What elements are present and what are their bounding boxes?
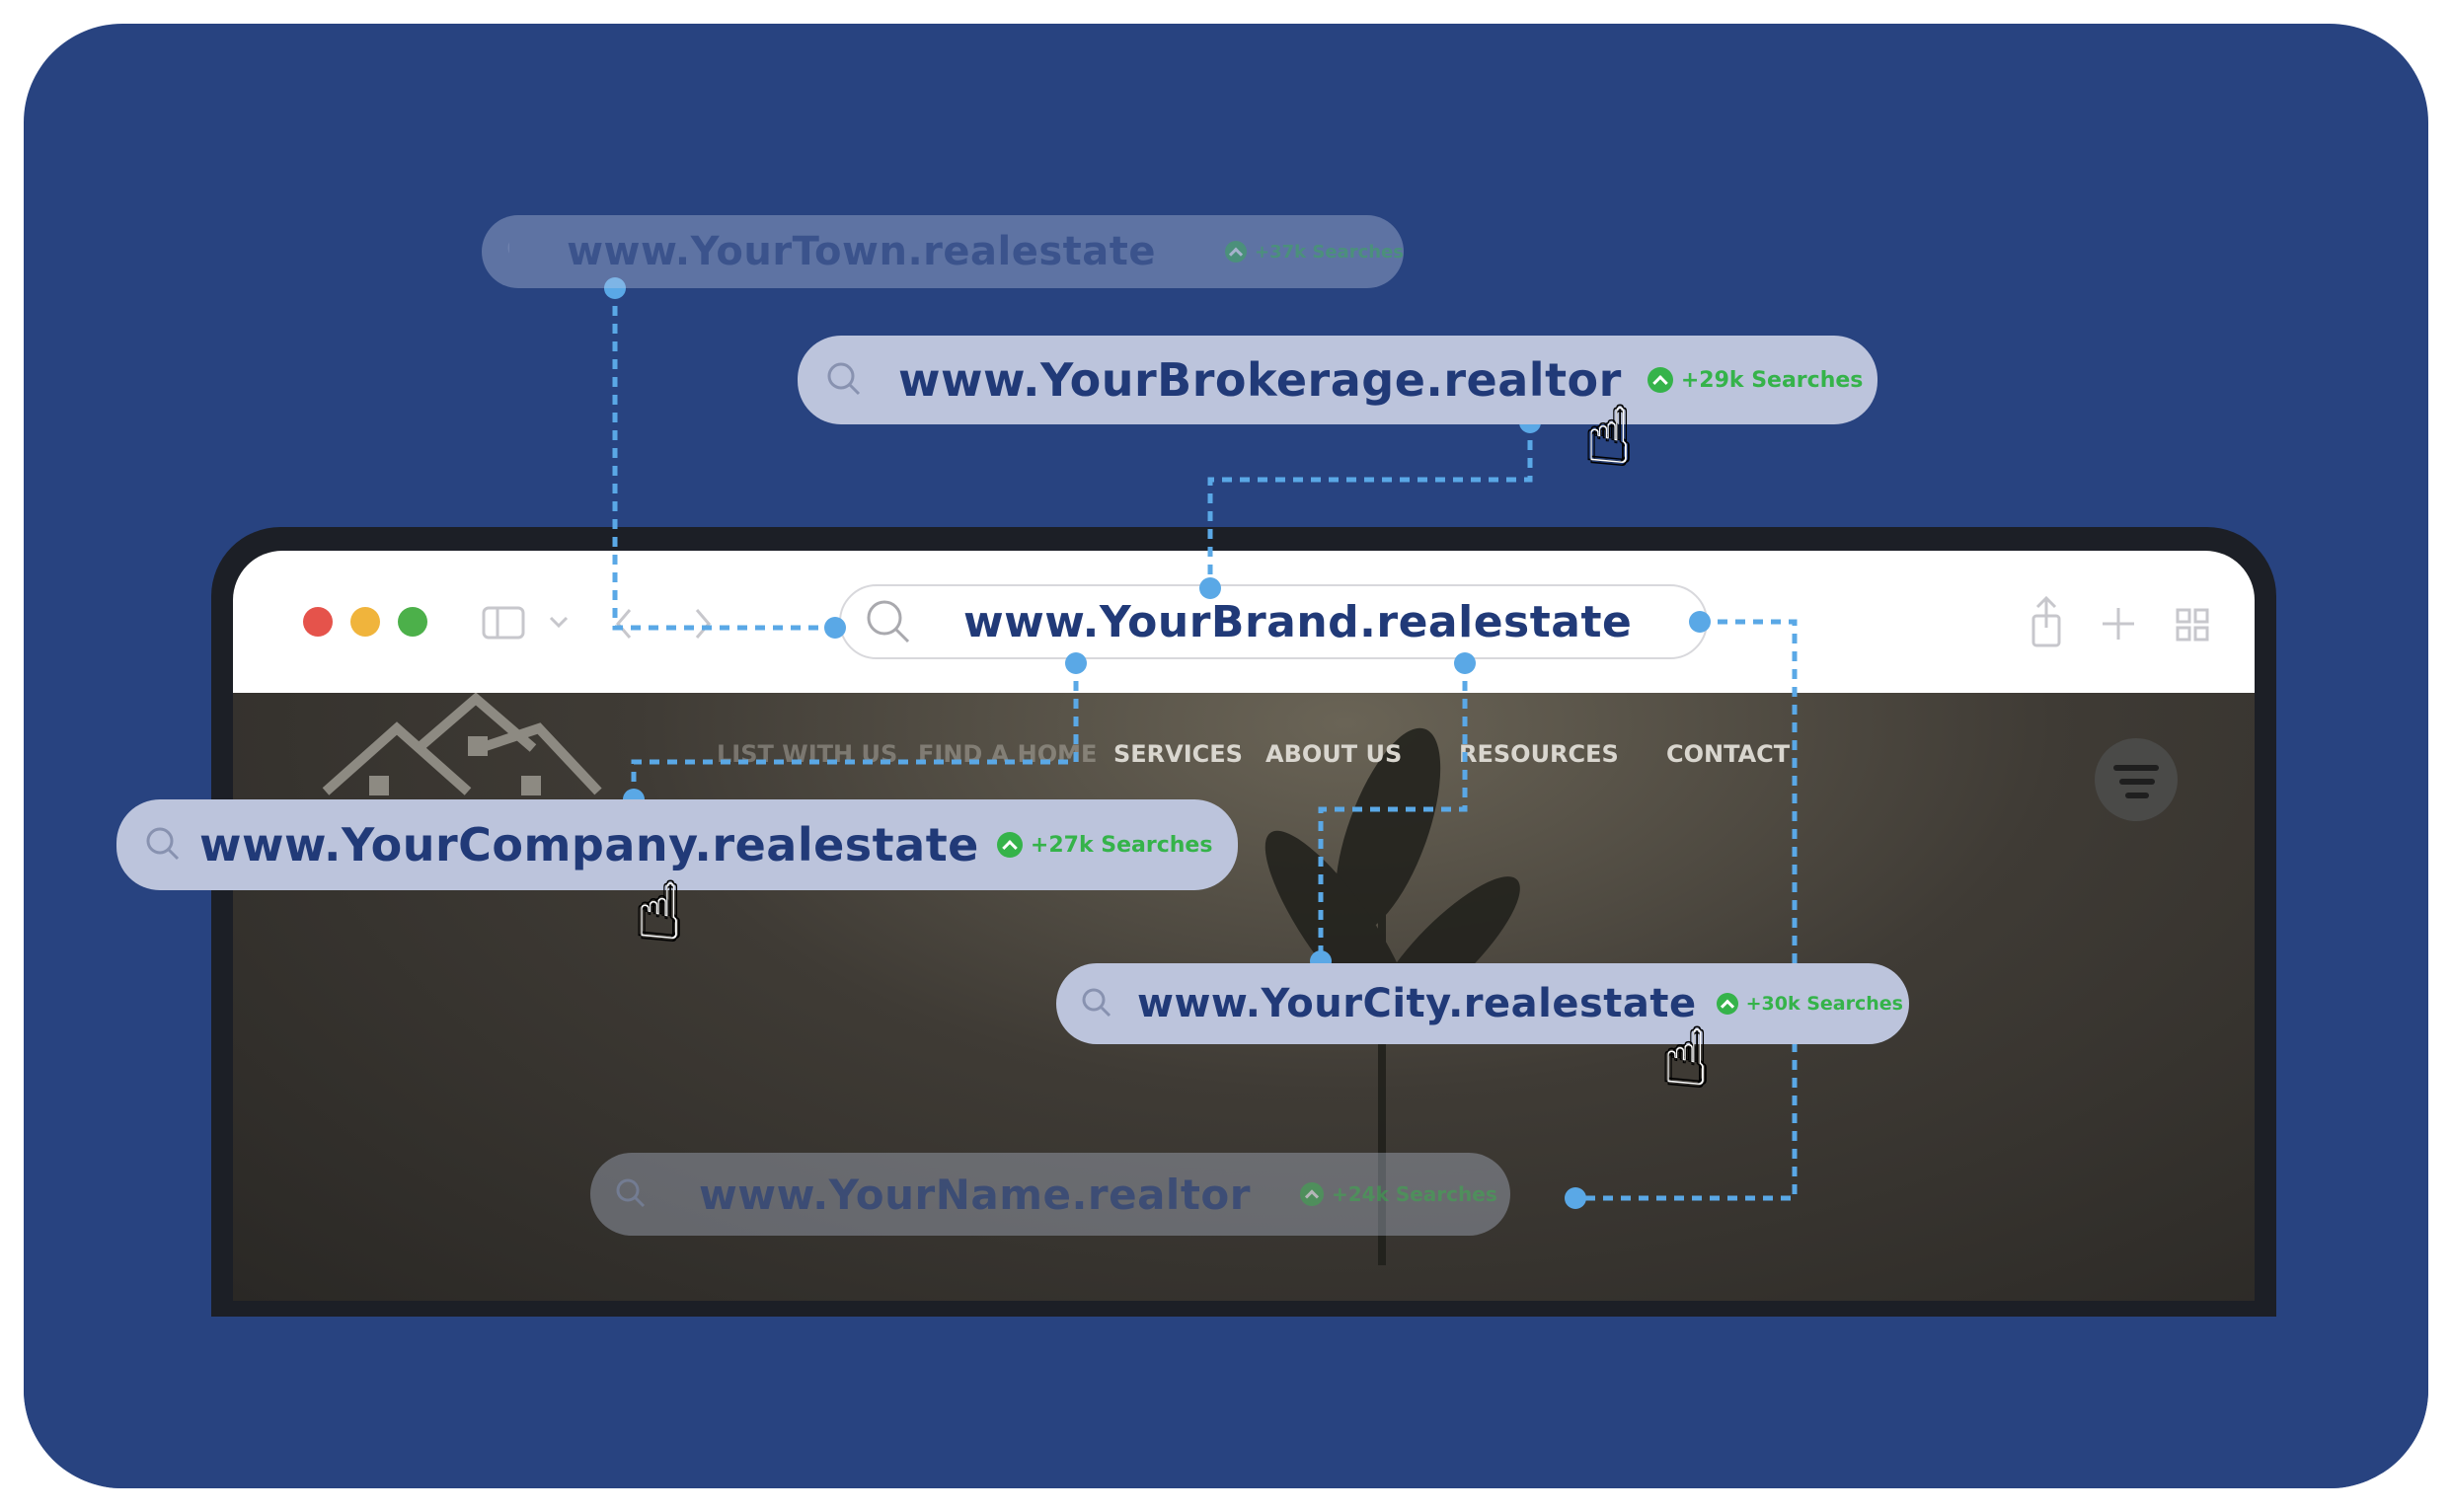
searches-count: +30k Searches xyxy=(1745,993,1903,1015)
domain-text: www.YourTown.realestate xyxy=(567,229,1157,274)
domain-pill-yourbrokerage[interactable]: www.YourBrokerage.realtor +29k Searches xyxy=(798,336,1877,424)
connector-dot xyxy=(824,617,846,639)
connector-dot xyxy=(1065,652,1087,674)
nav-resources[interactable]: RESOURCES xyxy=(1459,740,1619,768)
pointing-hand-cursor-icon: ☝ xyxy=(1585,393,1633,482)
address-bar[interactable]: www.YourBrand.realestate xyxy=(839,584,1708,659)
searches-count: +27k Searches xyxy=(1030,832,1213,858)
browser-toolbar: www.YourBrand.realestate xyxy=(233,551,2255,693)
back-arrow-icon xyxy=(616,609,632,639)
search-icon xyxy=(616,1178,646,1208)
arrow-up-icon xyxy=(1299,1182,1324,1206)
arrow-up-icon xyxy=(1647,367,1673,393)
domain-text: www.YourCity.realestate xyxy=(1137,981,1697,1026)
nav-about-us[interactable]: ABOUT US xyxy=(1265,740,1403,768)
pointing-hand-cursor-icon: ☝ xyxy=(636,869,683,957)
nav-contact[interactable]: CONTACT xyxy=(1666,740,1791,768)
search-icon xyxy=(146,827,180,861)
site-menu-icon xyxy=(2113,765,2159,798)
searches-badge: +29k Searches xyxy=(1647,367,1864,393)
domain-pill-yourcompany[interactable]: www.YourCompany.realestate +27k Searches xyxy=(116,799,1238,890)
searches-badge: +30k Searches xyxy=(1716,993,1903,1015)
address-text: www.YourBrand.realestate xyxy=(963,596,1633,647)
browser-toolbar-icons xyxy=(303,595,2209,647)
nav-services[interactable]: SERVICES xyxy=(1113,740,1243,768)
house-windows-icon xyxy=(369,736,541,795)
domain-text: www.YourCompany.realestate xyxy=(199,818,979,871)
chevron-down-icon xyxy=(549,616,569,629)
search-icon xyxy=(1082,988,1111,1018)
searches-count: +29k Searches xyxy=(1680,367,1864,393)
domain-pill-yourcity[interactable]: www.YourCity.realestate +30k Searches xyxy=(1056,963,1909,1044)
connector-dot xyxy=(1454,652,1476,674)
search-icon xyxy=(507,242,510,254)
searches-badge: +24k Searches xyxy=(1299,1182,1497,1206)
searches-badge: +37k Searches xyxy=(1225,241,1404,263)
plus-icon xyxy=(2103,608,2134,640)
domain-text: www.YourBrokerage.realtor xyxy=(898,353,1622,407)
connector-name-to-bar xyxy=(1575,619,1798,1201)
domain-pill-yourname[interactable]: www.YourName.realtor +24k Searches xyxy=(590,1153,1510,1236)
arrow-up-icon xyxy=(1225,241,1248,263)
arrow-up-icon xyxy=(996,832,1023,858)
connector-dot xyxy=(1689,611,1711,633)
arrow-up-icon xyxy=(1716,993,1738,1015)
domain-pill-yourtown[interactable]: www.YourTown.realestate +37k Searches xyxy=(482,215,1404,288)
searches-count: +37k Searches xyxy=(1255,241,1404,263)
pointing-hand-cursor-icon: ☝ xyxy=(1662,1015,1710,1103)
tab-grid-icon xyxy=(2176,608,2209,642)
maximize-window-dot xyxy=(398,607,427,637)
share-icon xyxy=(2031,595,2061,647)
close-window-dot xyxy=(303,607,333,637)
searches-count: +24k Searches xyxy=(1331,1182,1497,1206)
domain-text: www.YourName.realtor xyxy=(699,1170,1251,1219)
connector-dot xyxy=(604,277,626,299)
connector-company-to-bar xyxy=(631,663,1079,799)
connector-dot xyxy=(1565,1187,1586,1209)
search-icon xyxy=(827,362,861,396)
connector-city-to-bar xyxy=(1318,663,1468,961)
searches-badge: +27k Searches xyxy=(996,832,1213,858)
connector-town-to-bar xyxy=(612,288,835,631)
search-icon xyxy=(867,600,910,643)
connector-dot xyxy=(1199,577,1221,599)
house-logo-icon xyxy=(322,693,602,795)
connector-brokerage-to-bar xyxy=(1207,422,1533,588)
forward-arrow-icon xyxy=(695,609,711,639)
sidebar-toggle-icon xyxy=(482,606,525,640)
minimize-window-dot xyxy=(350,607,380,637)
